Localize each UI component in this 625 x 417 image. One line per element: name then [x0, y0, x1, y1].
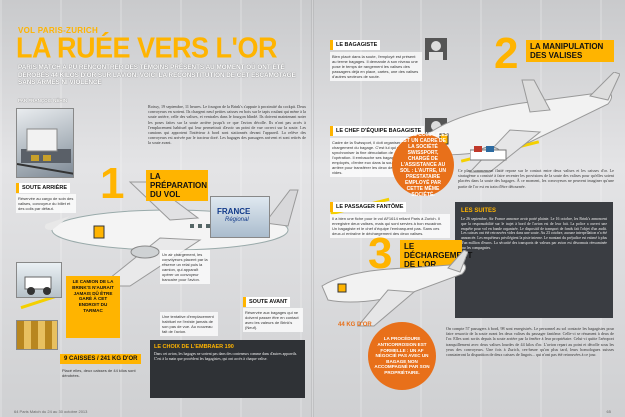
callout-camion: LE CAMION DE LA BRINK'S N'AURAIT JAMAIS … [66, 276, 120, 338]
stat-caisses-caption: Placé elles, deux caisses de 44 kilos so… [62, 368, 136, 378]
label-soute-arriere: SOUTE ARRIÈRE [16, 183, 71, 193]
callout-procedure: LA PROCÉDURE ANTICORROSION EST FORMELLE … [368, 322, 436, 390]
bagagiste-caption: Bien placé dans la soute, l'employé est … [330, 52, 422, 81]
sidebar-text: Le 26 septembre, Air France annonce avoi… [461, 217, 607, 250]
embraer-plane-right-bottom [321, 250, 468, 327]
step-title-1: LA PRÉPARATION DU VOL [146, 170, 208, 201]
byline: PAR FRANÇOIS NÉHIN [18, 98, 68, 103]
headline: LA RUÉE VERS L'OR [16, 32, 277, 64]
embraer-box-text: Dans cet avion, les bagages ne sortent p… [154, 352, 298, 361]
fourgon-caption: Un air chargement, les convoyeurs placen… [160, 250, 210, 284]
cargo-photo [16, 108, 74, 178]
callout-complices: UN DES COMPLICES EST UN CADRE DE LA SOCI… [392, 132, 454, 198]
lead-paragraph: PARIS MATCH A PU RENCONTRER DES TÉMOINS … [18, 64, 296, 87]
luggage-cart [470, 146, 507, 161]
bottom-body-text: On compte 57 passagers à bord, 98 sont e… [446, 326, 614, 358]
livery-sub: Régional [225, 217, 249, 223]
stat-caisses: 9 CAISSES / 241 KG D'OR [60, 354, 142, 364]
folio-right: 65 [606, 409, 611, 414]
soute-avant-caption: Réservée aux bagages qui ne doivent pass… [243, 308, 303, 332]
kicker: VOL PARIS-ZURICH [18, 26, 99, 35]
stat-44kg: 44 KG D'OR [338, 322, 372, 328]
sidebar-title: LES SUITES [461, 208, 497, 214]
page-gutter [311, 0, 314, 417]
passager-caption: Il a bien une fiche pour le vol AF1614 r… [330, 214, 450, 238]
step-number-3: 3 [368, 229, 393, 278]
embraer-box-title: LE CHOIX DE L'EMBRAER 190 [154, 344, 234, 350]
intro-text: Roissy, 19 septembre, 11 heures. Le four… [148, 104, 306, 146]
step-number-1: 1 [100, 159, 125, 208]
cargo-loader-illustration [17, 128, 73, 175]
livery-photo: FRANCE Régional [210, 196, 270, 238]
embraer-box: LE CHOIX DE L'EMBRAER 190 Dans cet avion… [150, 340, 305, 398]
right-body-text: Ce plan sommement flatté repose sur le c… [458, 168, 614, 189]
bagagiste-portrait-icon [425, 38, 447, 60]
tractor-illustration [24, 276, 52, 295]
label-passager: LE PASSAGER FANTÔME [330, 202, 407, 212]
tracteur-caption: Une tentative d'emplacement habituel ne … [160, 312, 218, 336]
step-title-2: LA MANIPULATION DES VALISES [526, 40, 614, 62]
gold-bars-photo [16, 320, 58, 350]
sidebar-suites: LES SUITES Le 26 septembre, Air France a… [455, 202, 613, 318]
tracteur-photo [16, 262, 62, 298]
label-chef: LE CHEF D'ÉQUIPE BAGAGISTE [330, 126, 425, 136]
soute-arriere-caption: Réservée au cargo de soin des valises, c… [16, 194, 76, 213]
label-soute-avant: SOUTE AVANT [243, 297, 291, 307]
livery-brand: FRANCE [217, 207, 251, 216]
folio-left: 64 Paris Match du 24 au 30 octobre 2013 [14, 409, 88, 414]
step-number-2: 2 [494, 29, 519, 78]
label-bagagiste: LE BAGAGISTE [330, 40, 381, 50]
step-title-3: LE DÉCHARGEMENT DE L'OR [400, 240, 472, 271]
